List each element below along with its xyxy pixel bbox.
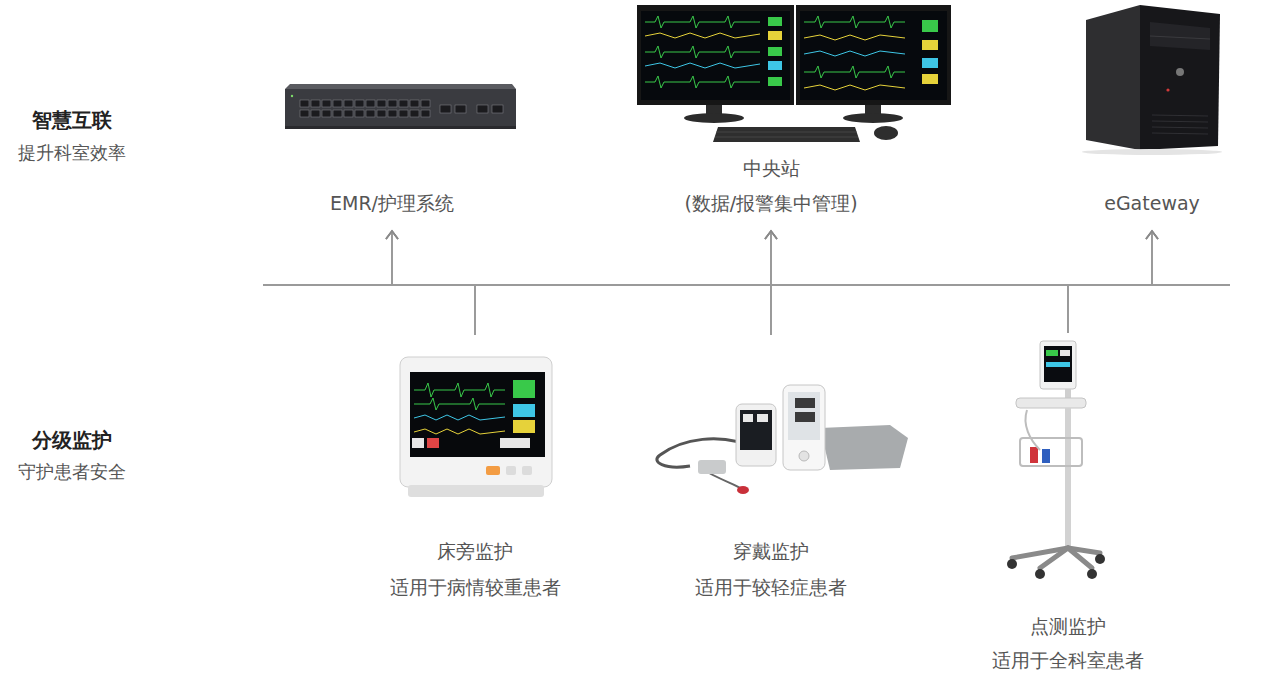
gateway-tower [1082,5,1222,155]
device-caption: EMR/护理系统 [330,185,454,221]
connector-line [771,231,1152,335]
device-caption: 点测监护 [1030,609,1106,643]
section-subtitle: 提升科室效率 [18,141,126,165]
connector-line [771,231,1068,333]
bedside-monitor [400,357,552,497]
section-subtitle: 守护患者安全 [18,460,126,484]
connector [386,231,1068,333]
device-caption: 中央站 [743,151,800,186]
connector-line [392,231,771,335]
connector [765,231,1068,333]
central-station [637,5,951,142]
device-node: 穿戴监护适用于较轻症患者 [656,335,886,605]
connector-line [392,231,1068,333]
connector-line [475,231,771,335]
arrow-head [386,231,398,239]
device-node: 中央站(数据/报警集中管理) [606,2,936,221]
arrow-head [765,231,777,239]
connector-line [392,231,475,335]
spot-check-monitor [1007,341,1105,579]
device-caption: 穿戴监护 [733,533,809,569]
device-description: 适用于较轻症患者 [695,569,847,605]
connector [475,231,777,335]
section-heading: 分级监护 [32,427,112,454]
device-node: 点测监护适用于全科室患者 [953,333,1183,677]
connector [475,231,1158,335]
connector [1068,231,1158,333]
device-description: 适用于全科室患者 [992,643,1144,677]
connector [386,231,771,335]
connector-line [1068,231,1152,333]
connector [386,231,475,335]
device-node: eGateway [1067,2,1237,221]
wearable-monitors [657,385,908,494]
device-node: EMR/护理系统 [272,70,512,221]
device-node: 床旁监护适用于病情较重患者 [360,335,590,605]
arrow-head [1146,231,1158,239]
connector-line [475,231,1152,335]
device-description: 适用于病情较重患者 [390,569,561,605]
device-caption: 床旁监护 [437,533,513,569]
device-description: (数据/报警集中管理) [684,186,857,221]
device-caption: eGateway [1104,185,1200,221]
network-switch [285,84,516,129]
connector [771,231,1158,335]
section-heading: 智慧互联 [32,107,112,134]
